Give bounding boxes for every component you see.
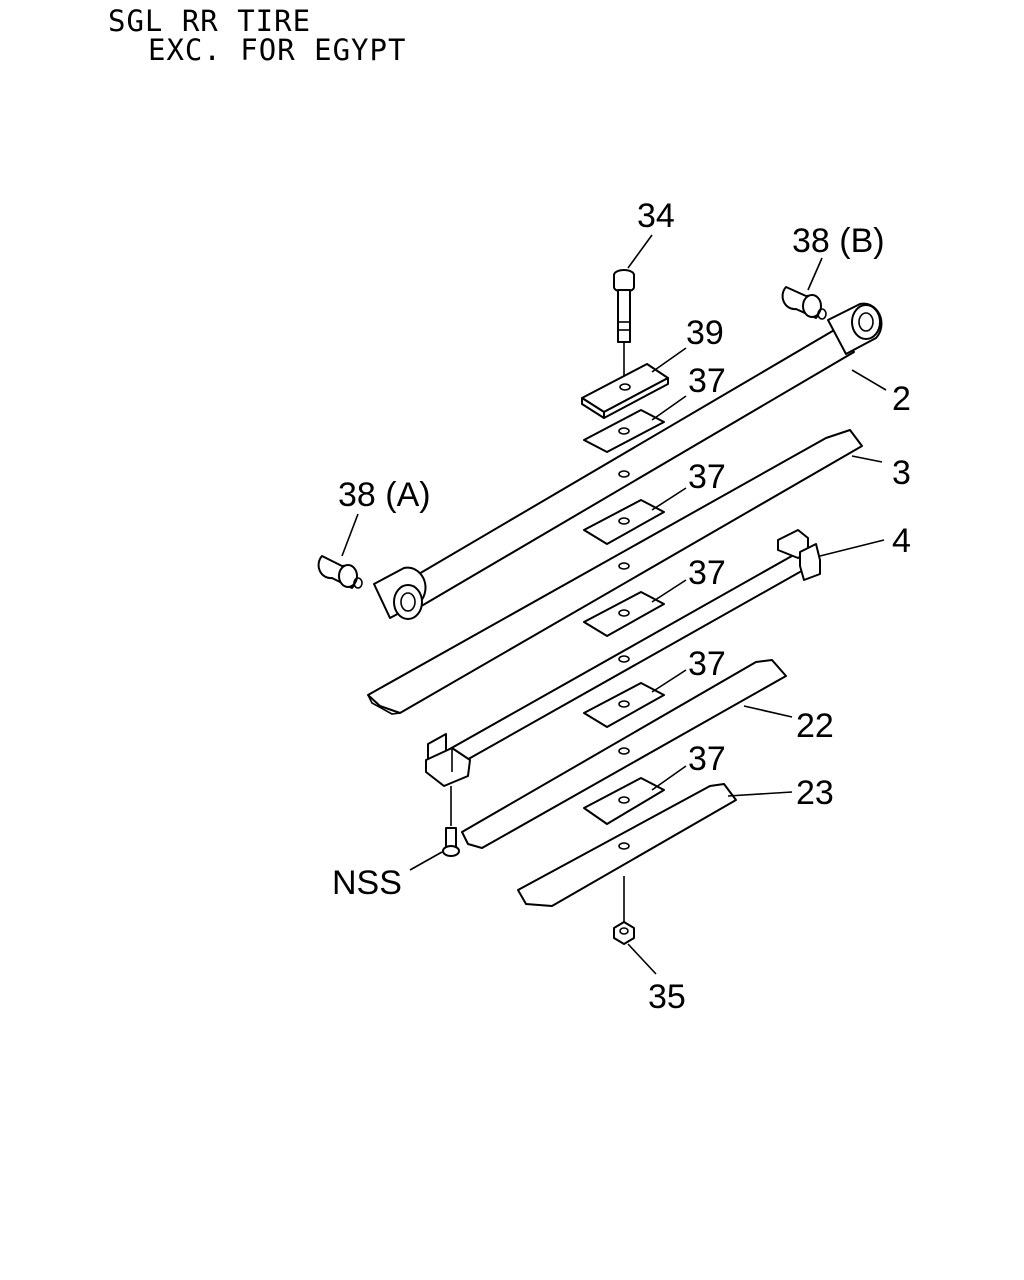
main-leaf	[373, 302, 883, 620]
spacer-plate	[581, 363, 669, 419]
callout-2: 2	[892, 380, 911, 418]
center-bolt	[613, 269, 635, 380]
callout-37-2: 37	[688, 458, 726, 496]
callout-4: 4	[892, 522, 911, 560]
insert-pad-3	[583, 591, 665, 637]
leaf-4	[425, 529, 821, 787]
callout-39: 39	[686, 314, 724, 352]
callout-23: 23	[796, 774, 834, 812]
callout-38-b: 38 (B)	[792, 222, 885, 260]
insert-pad-5	[583, 777, 665, 825]
insert-pad-1	[583, 409, 665, 453]
leaf-3	[367, 429, 863, 715]
callout-34: 34	[637, 197, 675, 235]
callout-35: 35	[648, 978, 686, 1016]
callout-37-4: 37	[688, 645, 726, 683]
callout-37-1: 37	[688, 362, 726, 400]
callout-nss: NSS	[332, 864, 402, 902]
leaf-23	[517, 783, 737, 907]
diagram-title-line1: SGL RR TIRE	[108, 4, 312, 38]
callout-37-5: 37	[688, 740, 726, 778]
center-nut	[613, 876, 635, 945]
bushing-b	[781, 286, 827, 320]
callout-37-3: 37	[688, 554, 726, 592]
insert-pad-4	[583, 682, 665, 728]
callout-labels: 34 38 (B) 39 37 2 3 37 38 (A) 4 37 37 22…	[332, 197, 911, 1016]
clip-screw	[442, 786, 460, 857]
leaf-22	[461, 659, 787, 849]
leader-lines	[341, 234, 887, 975]
callout-3: 3	[892, 454, 911, 492]
bushing-a	[317, 555, 363, 589]
insert-pad-2	[583, 499, 665, 545]
diagram-title-line2: EXC. FOR EGYPT	[148, 33, 407, 67]
callout-38-a: 38 (A)	[338, 476, 431, 514]
callout-22: 22	[796, 707, 834, 745]
